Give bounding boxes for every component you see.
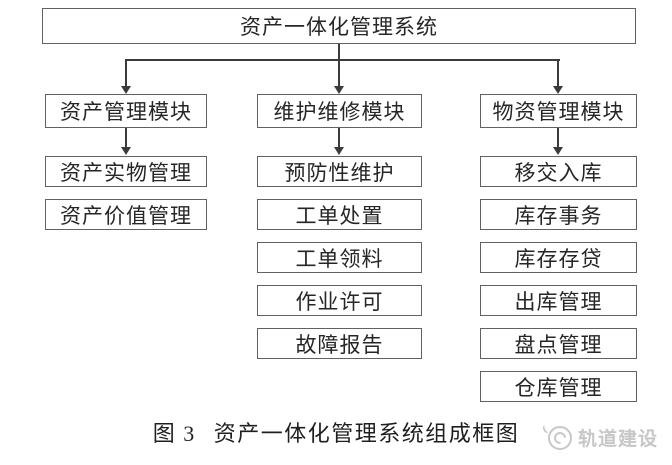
connector-drop-col1 xyxy=(125,59,127,86)
node-label: 资产实物管理 xyxy=(60,160,192,185)
node-col2-item: 工单处置 xyxy=(257,199,422,230)
node-col3-header: 物资管理模块 xyxy=(480,94,637,128)
node-col3-item: 库存事务 xyxy=(480,199,637,230)
node-col3-header-label: 物资管理模块 xyxy=(492,100,625,124)
node-col1-item: 资产实物管理 xyxy=(45,156,207,187)
connector-col2-children xyxy=(338,128,340,148)
node-label: 工单领料 xyxy=(295,246,384,271)
node-label: 作业许可 xyxy=(295,289,384,314)
brand-watermark-text: 轨道建设 xyxy=(578,429,659,450)
node-col2-item: 预防性维护 xyxy=(257,156,422,187)
node-root: 资产一体化管理系统 xyxy=(42,8,636,44)
node-label: 工单处置 xyxy=(295,203,384,228)
node-col2-item: 故障报告 xyxy=(257,328,422,359)
node-label: 库存事务 xyxy=(514,203,603,228)
node-col1-header: 资产管理模块 xyxy=(45,94,207,128)
connector-root-stem xyxy=(338,44,340,60)
node-col1-item: 资产价值管理 xyxy=(45,199,207,230)
node-col3-item: 出库管理 xyxy=(480,285,637,316)
arrowhead-drop-col2 xyxy=(334,86,344,94)
node-col3-item: 库存存贷 xyxy=(480,242,637,273)
arrowhead-col2-children xyxy=(334,147,344,155)
connector-drop-col3 xyxy=(557,59,559,86)
node-label: 仓库管理 xyxy=(514,375,603,400)
node-label: 盘点管理 xyxy=(514,332,603,357)
connector-col1-children xyxy=(125,128,127,148)
figure-title: 资产一体化管理系统组成框图 xyxy=(213,421,520,446)
node-root-label: 资产一体化管理系统 xyxy=(240,15,438,39)
arrowhead-drop-col1 xyxy=(121,86,131,94)
figure-number: 图 3 xyxy=(152,421,196,446)
node-col3-item: 移交入库 xyxy=(480,156,637,187)
node-col2-header: 维护维修模块 xyxy=(257,94,422,128)
node-label: 资产价值管理 xyxy=(60,203,192,228)
node-col2-item: 作业许可 xyxy=(257,285,422,316)
arrowhead-col1-children xyxy=(121,147,131,155)
brand-watermark: 轨道建设 xyxy=(548,424,658,451)
node-col2-header-label: 维护维修模块 xyxy=(273,100,406,124)
node-col3-item: 仓库管理 xyxy=(480,371,637,402)
arrowhead-drop-col3 xyxy=(553,86,563,94)
node-label: 预防性维护 xyxy=(284,160,395,185)
node-label: 出库管理 xyxy=(514,289,603,314)
node-label: 移交入库 xyxy=(514,160,603,185)
arrowhead-col3-children xyxy=(553,147,563,155)
connector-col3-children xyxy=(557,128,559,148)
node-label: 故障报告 xyxy=(295,332,384,357)
node-label: 库存存贷 xyxy=(514,246,603,271)
swirl-circle-icon xyxy=(548,425,572,450)
connector-branch-line xyxy=(125,59,560,61)
node-col1-header-label: 资产管理模块 xyxy=(60,100,192,124)
connector-drop-col2 xyxy=(338,59,340,86)
node-col2-item: 工单领料 xyxy=(257,242,422,273)
node-col3-item: 盘点管理 xyxy=(480,328,637,359)
figure-caption: 图 3 资产一体化管理系统组成框图 xyxy=(0,418,672,450)
